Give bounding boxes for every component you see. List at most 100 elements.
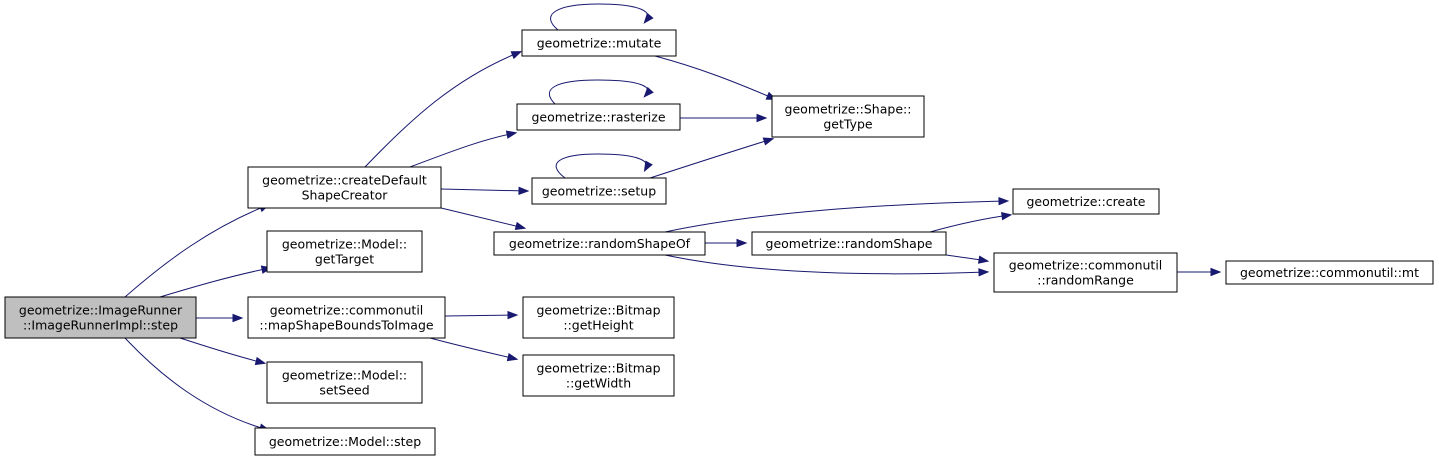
edge-arrowhead	[762, 137, 775, 146]
edge-randomShape-to-randomRange	[945, 254, 990, 264]
edge-arrowhead	[977, 255, 990, 264]
node-label: geometrize::setup	[542, 184, 656, 199]
edge-line	[179, 337, 265, 364]
node-box	[522, 354, 675, 397]
edge-arrowhead	[505, 130, 518, 139]
node-box	[516, 103, 681, 131]
edge-arrowhead	[507, 310, 519, 320]
edge-arrowhead	[232, 313, 244, 323]
edge-root-to-modelStep	[124, 337, 271, 432]
node-box	[751, 231, 947, 256]
node-label: geometrize::randomShape	[766, 236, 933, 251]
edge-root-to-mapShape	[196, 313, 244, 323]
node-root[interactable]: geometrize::ImageRunner::ImageRunnerImpl…	[4, 296, 197, 339]
edge-root-to-getTarget	[159, 265, 273, 298]
edge-mutate-to-getType	[654, 55, 778, 100]
edge-arrowhead	[514, 221, 527, 231]
node-randomRange[interactable]: geometrize::commonutil::randomRange	[993, 252, 1178, 293]
edge-line	[664, 254, 988, 275]
node-label: ::mapShapeBoundsToImage	[259, 318, 433, 333]
edge-arrowhead	[736, 238, 748, 248]
node-label: getType	[823, 117, 873, 132]
edge-randomShape-to-create	[929, 211, 1013, 233]
edges-layer	[124, 3, 1222, 432]
node-setSeed[interactable]: geometrize::Model::setSeed	[266, 361, 423, 404]
node-mt[interactable]: geometrize::commonutil::mt	[1225, 260, 1434, 285]
node-label: geometrize::commonutil	[1009, 258, 1163, 273]
node-getWidth[interactable]: geometrize::Bitmap::getWidth	[522, 354, 675, 397]
node-randomShapeOf[interactable]: geometrize::randomShapeOf	[493, 231, 706, 256]
node-label: ::ImageRunnerImpl::step	[23, 318, 178, 333]
node-box	[771, 95, 925, 138]
edge-arrowhead	[978, 268, 990, 277]
edge-arrowhead	[1001, 211, 1013, 221]
node-label: geometrize::Model::step	[269, 434, 421, 449]
node-label: geometrize::Model::	[282, 237, 407, 252]
edge-arrowhead	[518, 186, 530, 196]
node-label: geometrize::create	[1026, 194, 1145, 209]
edge-createDefault-to-mutate	[364, 51, 523, 168]
edge-line	[550, 3, 649, 31]
edge-createDefault-to-setup	[440, 186, 530, 196]
node-setup[interactable]: geometrize::setup	[531, 177, 667, 205]
node-box	[493, 231, 706, 256]
edge-arrowhead	[510, 51, 523, 60]
node-getType[interactable]: geometrize::Shape::getType	[771, 95, 925, 138]
node-label: geometrize::commonutil	[270, 303, 424, 318]
edge-line	[649, 138, 773, 179]
edge-arrowhead	[643, 86, 654, 98]
edge-createDefault-to-randomShapeOf	[440, 207, 527, 231]
edge-line	[429, 337, 517, 360]
nodes-layer: geometrize::ImageRunner::ImageRunnerImpl…	[4, 29, 1434, 456]
node-modelStep[interactable]: geometrize::Model::step	[254, 427, 436, 456]
node-box	[521, 29, 677, 57]
node-label: ::getHeight	[563, 318, 633, 333]
edge-mutate-to-mutate	[550, 3, 654, 31]
node-box	[266, 230, 423, 273]
edge-mapShape-to-getWidth	[429, 337, 519, 362]
node-label: ShapeCreator	[302, 188, 389, 203]
edge-line	[444, 314, 517, 317]
edge-line	[364, 51, 521, 168]
edge-arrowhead	[1210, 267, 1222, 277]
node-label: geometrize::Shape::	[785, 102, 912, 117]
edge-line	[159, 267, 271, 298]
node-label: geometrize::createDefault	[262, 173, 427, 188]
node-mutate[interactable]: geometrize::mutate	[521, 29, 677, 57]
edge-randomShapeOf-to-randomShape	[705, 238, 748, 248]
node-mapShape[interactable]: geometrize::commonutil::mapShapeBoundsTo…	[247, 296, 446, 339]
edge-setup-to-getType	[649, 137, 775, 179]
edge-arrowhead	[998, 196, 1010, 206]
node-label: ::randomRange	[1037, 273, 1134, 288]
edge-arrowhead	[643, 12, 654, 24]
node-box	[993, 252, 1178, 293]
node-box	[266, 361, 423, 404]
edge-line	[929, 214, 1011, 233]
node-rasterize[interactable]: geometrize::rasterize	[516, 103, 681, 131]
edge-createDefault-to-rasterize	[409, 130, 518, 168]
edge-randomRange-to-mt	[1177, 267, 1222, 277]
edge-arrowhead	[643, 160, 653, 173]
edge-root-to-createDefault	[124, 204, 271, 298]
node-label: ::getWidth	[566, 376, 631, 391]
node-create[interactable]: geometrize::create	[1012, 188, 1160, 215]
edge-randomShapeOf-to-randomRange	[664, 254, 990, 277]
edge-line	[664, 200, 1008, 233]
edge-rasterize-to-rasterize	[549, 79, 654, 105]
node-getHeight[interactable]: geometrize::Bitmap::getHeight	[522, 296, 675, 339]
node-randomShape[interactable]: geometrize::randomShape	[751, 231, 947, 256]
node-label: geometrize::mutate	[537, 36, 662, 51]
node-box	[1225, 260, 1434, 285]
node-box	[531, 177, 667, 205]
edge-line	[409, 132, 516, 168]
edge-arrowhead	[254, 356, 267, 366]
edge-rasterize-to-getType	[680, 113, 768, 123]
node-getTarget[interactable]: geometrize::Model::getTarget	[266, 230, 423, 273]
edge-arrowhead	[756, 113, 768, 123]
node-label: geometrize::Model::	[282, 368, 407, 383]
node-label: geometrize::Bitmap	[536, 303, 660, 318]
node-label: getTarget	[315, 252, 374, 267]
node-box	[4, 296, 197, 339]
